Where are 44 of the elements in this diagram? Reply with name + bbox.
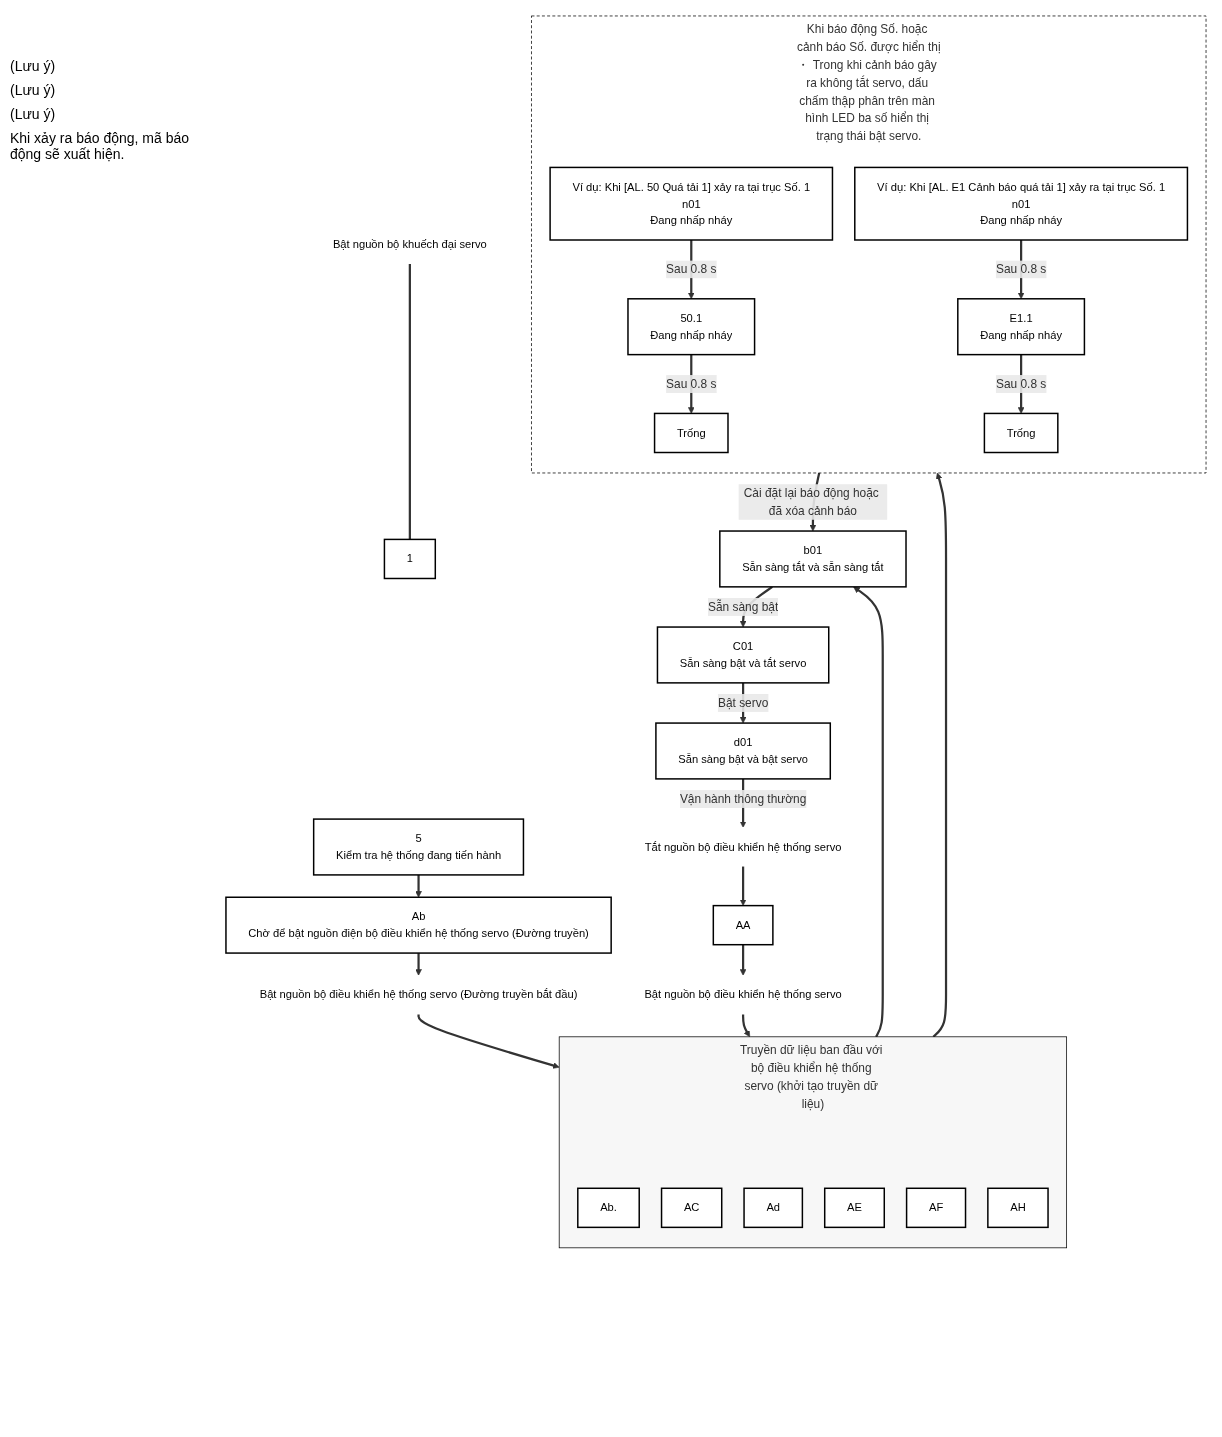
arrow [853, 586, 884, 1038]
node-box: Ví dụ: Khi [AL. E1 Cảnh báo quá tải 1] xảy ra tại trục Số. 1 n01 Đang nhấp nháy [854, 166, 1189, 241]
arrow [932, 472, 948, 1038]
node-box: C01 Sẵn sàng bật và tắt servo [656, 626, 830, 684]
node-box: 5 Kiểm tra hệ thống đang tiến hành [312, 818, 525, 876]
edge-label: Sau 0.8 s [995, 262, 1047, 276]
note-text: (Lưu ý) [10, 58, 57, 74]
node-box: AH [987, 1187, 1049, 1229]
node-box: AE [823, 1187, 885, 1229]
node-box: AF [905, 1187, 967, 1229]
edge-label: Sau 0.8 s [995, 377, 1047, 390]
edge-label: Sau 0.8 s [666, 377, 717, 390]
node-box: AA [712, 904, 774, 946]
node-box: Trống [653, 412, 729, 454]
note-text: (Lưu ý) [10, 82, 57, 98]
arrow [739, 944, 747, 976]
node-box: E1.1 Đang nhấp nháy [957, 298, 1086, 356]
node-box: d01 Sẵn sàng bật và bật servo [655, 722, 832, 780]
node-box: Ab Chờ để bật nguồn điện bộ điều khiển hệ thống servo (Đường truyền) [225, 896, 612, 954]
node-text: Bật nguồn bộ điều khiển hệ thống servo (Đường truyền bắt đầu) [259, 988, 578, 1001]
node-box: b01 Sẵn sàng tắt và sẵn sàng tắt [719, 530, 907, 588]
arrow [415, 874, 422, 898]
node-box: Trống [983, 412, 1059, 454]
node-box: AC [660, 1187, 723, 1229]
edge-label: Vận hành thông thường [679, 792, 807, 805]
node-box: 50.1 Đang nhấp nháy [627, 298, 756, 356]
node-text: Bật nguồn bộ điều khiển hệ thống servo [644, 988, 842, 1001]
node-text: Tắt nguồn bộ điều khiển hệ thống servo [644, 840, 842, 853]
arrow [415, 953, 422, 976]
edge-label: Bật servo [717, 696, 769, 709]
node-box: Ad [743, 1187, 804, 1229]
note-text: Khi xảy ra báo động, mã báo động sẽ xuất hiện. [10, 130, 190, 162]
arrow [417, 1014, 560, 1069]
node-box: 1 [383, 538, 437, 580]
node-box: Ví dụ: Khi [AL. 50 Quá tải 1] xảy ra tại trục Số. 1 n01 Đang nhấp nháy [549, 166, 834, 241]
node-text: Bật nguồn bộ khuếch đại servo [332, 237, 487, 251]
note-text: (Lưu ý) [10, 106, 57, 122]
connector [408, 264, 411, 540]
edge-label: Sẵn sàng bật [708, 600, 779, 613]
arrow [739, 866, 747, 906]
edge-label: Sau 0.8 s [666, 262, 717, 276]
node-box: Ab. [577, 1187, 640, 1229]
edge-label: Cài đặt lại báo động hoặc đã xóa cảnh báo [743, 486, 879, 517]
arrow [742, 1014, 751, 1038]
